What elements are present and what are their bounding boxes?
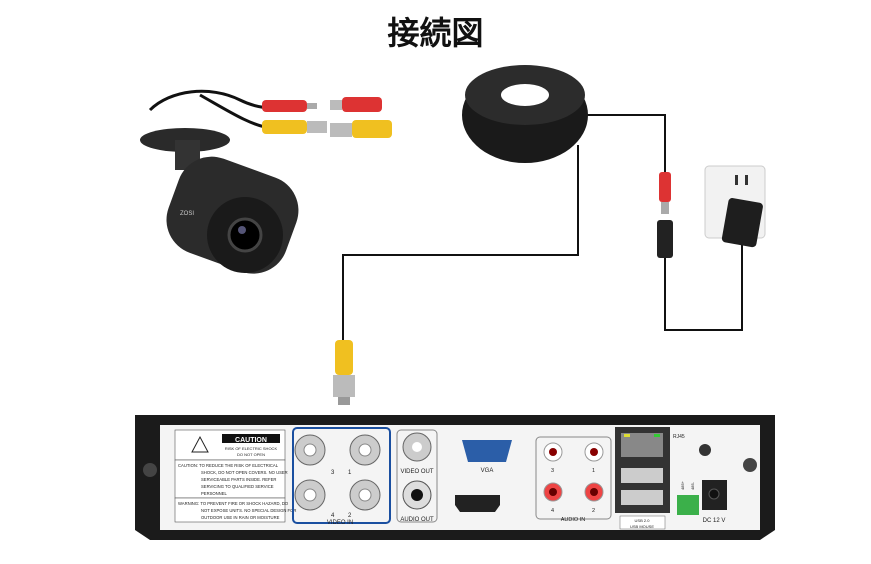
svg-text:OUTDOOR USE IN RAIN OR MOISTUR: OUTDOOR USE IN RAIN OR MOISTURE [201, 515, 280, 520]
power-cable [585, 114, 743, 331]
svg-text:VIDEO OUT: VIDEO OUT [400, 469, 433, 475]
svg-text:SERVICEABLE PARTS INSIDE. REFE: SERVICEABLE PARTS INSIDE. REFER [201, 477, 276, 482]
svg-text:VGA: VGA [481, 468, 494, 474]
camera-brand: ZOSI [180, 211, 194, 217]
svg-text:485+: 485+ [680, 480, 685, 490]
svg-text:CAUTION: TO REDUCE THE RISK OF: CAUTION: TO REDUCE THE RISK OF ELECTRICA… [178, 463, 279, 468]
svg-text:AUDIO OUT: AUDIO OUT [400, 517, 434, 523]
video-cable [342, 145, 579, 345]
power-adapter [704, 165, 766, 248]
dc-power-port[interactable]: DC 12 V [702, 480, 727, 524]
page-title: 接続図 [387, 14, 484, 52]
svg-text:1: 1 [348, 470, 352, 476]
audio-in-ports[interactable]: 3 1 4 2 AUDIO IN [535, 436, 612, 523]
svg-text:2: 2 [348, 513, 352, 519]
svg-text:CAUTION: CAUTION [235, 437, 267, 444]
svg-text:DC 12 V: DC 12 V [703, 518, 726, 524]
dc-plug [657, 172, 673, 258]
svg-text:DO NOT OPEN: DO NOT OPEN [237, 452, 265, 457]
rs485-terminal[interactable]: 485+ 485- [677, 480, 699, 515]
camera: ZOSI [140, 89, 301, 274]
video-in-ports[interactable]: 3 1 4 2 VIDEO IN [292, 427, 391, 526]
svg-text:SERVICING TO QUALIFIED SERVICE: SERVICING TO QUALIFIED SERVICE [201, 484, 274, 489]
camera-connectors [262, 100, 327, 134]
bnc-connector [333, 340, 355, 405]
svg-text:WARNING: TO PREVENT FIRE OR SH: WARNING: TO PREVENT FIRE OR SHOCK HAZARD… [178, 501, 289, 506]
svg-text:NOT EXPOSE UNITS. NO SPECIAL D: NOT EXPOSE UNITS. NO SPECIAL DESIGN FOR [201, 508, 296, 513]
svg-text:4: 4 [331, 513, 335, 519]
svg-text:RJ45: RJ45 [673, 434, 685, 440]
ground-screw [699, 444, 711, 456]
rj45-usb-ports[interactable]: RJ45 USB 2.0 USB MOUSE [615, 427, 685, 530]
svg-text:3: 3 [551, 468, 554, 474]
svg-text:VIDEO IN: VIDEO IN [327, 520, 353, 526]
caution-label: CAUTION RISK OF ELECTRIC SHOCK DO NOT OP… [174, 429, 296, 523]
dvr-recorder: CAUTION RISK OF ELECTRIC SHOCK DO NOT OP… [135, 415, 775, 540]
vga-port[interactable]: VGA [462, 440, 512, 474]
svg-text:PERSONNEL: PERSONNEL [201, 491, 228, 496]
svg-text:3: 3 [331, 470, 335, 476]
svg-text:4: 4 [551, 508, 554, 514]
svg-text:2: 2 [592, 508, 595, 514]
cable-coil [462, 65, 588, 163]
svg-text:SHOCK, DO NOT OPEN COVERS. NO: SHOCK, DO NOT OPEN COVERS. NO USER [201, 470, 288, 475]
svg-text:RISK OF ELECTRIC SHOCK: RISK OF ELECTRIC SHOCK [225, 446, 278, 451]
hdmi-port[interactable] [455, 495, 500, 512]
svg-text:USB MOUSE: USB MOUSE [630, 524, 654, 529]
svg-text:USB 2.0: USB 2.0 [635, 518, 651, 523]
svg-text:AUDIO IN: AUDIO IN [561, 517, 585, 523]
svg-text:1: 1 [592, 468, 595, 474]
svg-text:485-: 485- [690, 481, 695, 490]
video-audio-out[interactable]: VIDEO OUT AUDIO OUT [396, 429, 438, 523]
extension-connectors [330, 97, 392, 138]
